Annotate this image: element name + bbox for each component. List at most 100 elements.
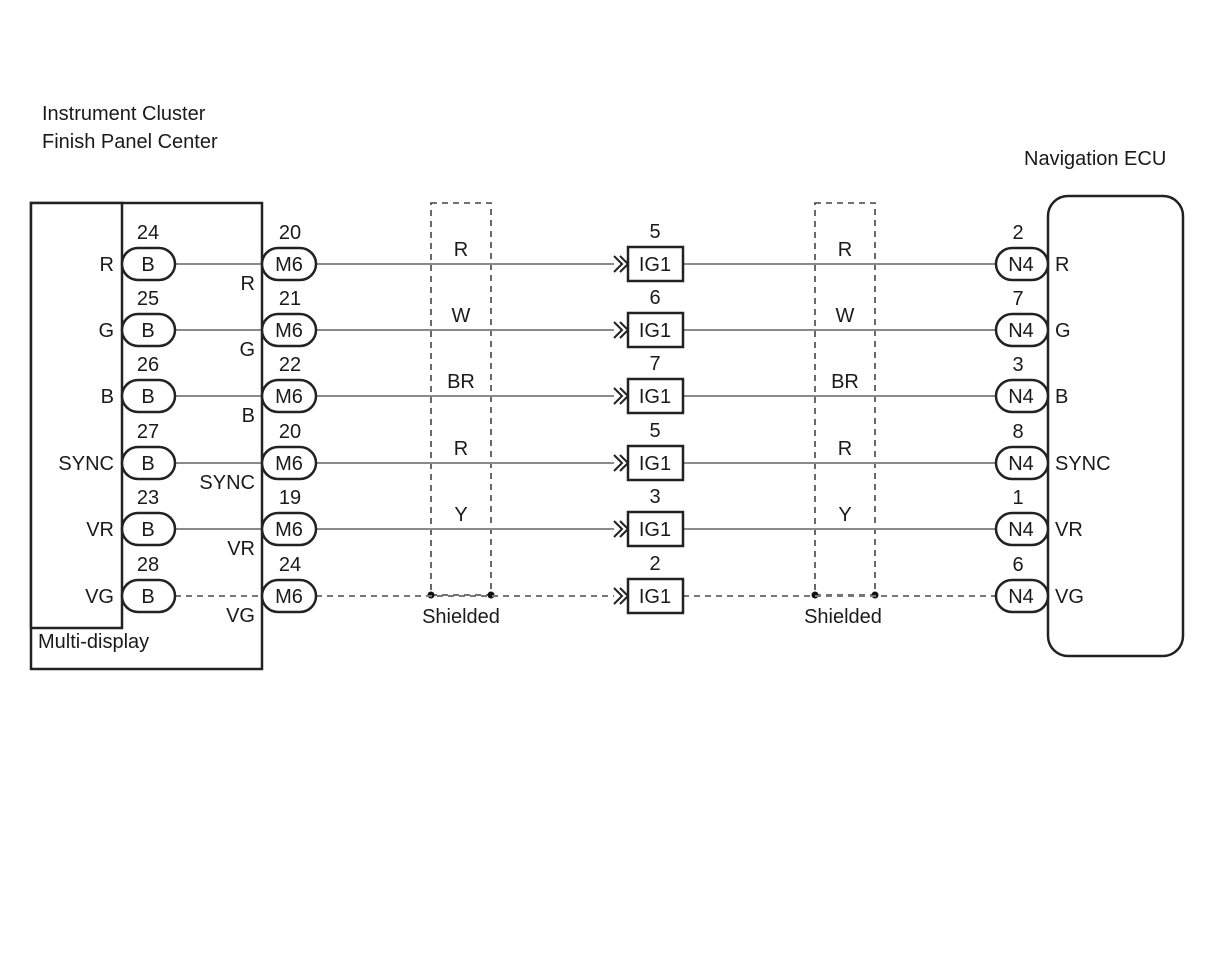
connector-n4-label: N4 — [1008, 586, 1034, 608]
connector-m6-pin: 24 — [279, 554, 301, 576]
connector-ig1 — [626, 510, 685, 548]
signal-label-multi-display: SYNC — [58, 453, 114, 475]
wire-color-right: R — [838, 438, 852, 460]
connector-b-label: B — [141, 320, 154, 342]
multi-display-label: Multi-display — [38, 631, 149, 653]
connector-n4-pin: 3 — [1012, 354, 1023, 376]
connector-ig1 — [626, 245, 685, 283]
connector-ig1-label: IG1 — [639, 586, 671, 608]
connector-b — [120, 445, 177, 481]
connector-b-label: B — [141, 386, 154, 408]
left-component-title-line1: Instrument Cluster — [42, 103, 206, 125]
connector-n4 — [994, 246, 1050, 282]
signal-label-panel: R — [241, 273, 255, 295]
wire-color-left: R — [454, 438, 468, 460]
connector-m6-label: M6 — [275, 453, 303, 475]
connector-b — [120, 511, 177, 547]
right-component-title: Navigation ECU — [1024, 148, 1166, 170]
wire-color-left: R — [454, 239, 468, 261]
wire-color-right: BR — [831, 371, 859, 393]
connector-ig1-pin: 6 — [649, 287, 660, 309]
signal-label-navigation-ecu: VR — [1055, 519, 1083, 541]
signal-label-panel: SYNC — [199, 472, 255, 494]
connector-b-label: B — [141, 519, 154, 541]
connector-ig1-pin: 7 — [649, 353, 660, 375]
connector-m6-label: M6 — [275, 386, 303, 408]
connector-n4-label: N4 — [1008, 254, 1034, 276]
connector-b-label: B — [141, 254, 154, 276]
connector-m6 — [260, 445, 318, 481]
connector-b — [120, 246, 177, 282]
connector-ig1-arrow — [613, 520, 630, 538]
connector-ig1-pin: 5 — [649, 221, 660, 243]
shield-box-right — [814, 202, 876, 596]
connector-ig1-arrow — [613, 387, 630, 405]
connector-ig1-arrow — [613, 255, 630, 273]
connector-n4-pin: 6 — [1012, 554, 1023, 576]
connector-b-pin: 24 — [137, 222, 159, 244]
connector-m6-pin: 20 — [279, 222, 301, 244]
connector-n4-label: N4 — [1008, 386, 1034, 408]
connector-m6-label: M6 — [275, 320, 303, 342]
signal-label-panel: G — [239, 339, 255, 361]
wire-color-right: R — [838, 239, 852, 261]
connector-ig1-label: IG1 — [639, 320, 671, 342]
connector-m6-label: M6 — [275, 254, 303, 276]
connector-ig1-arrow — [613, 454, 630, 472]
shield-box-left — [430, 202, 492, 596]
connector-m6 — [260, 312, 318, 348]
connector-b-pin: 25 — [137, 288, 159, 310]
connector-m6 — [260, 578, 318, 614]
connector-n4 — [994, 445, 1050, 481]
signal-label-multi-display: VG — [85, 586, 114, 608]
connector-n4-label: N4 — [1008, 519, 1034, 541]
connector-ig1-pin: 3 — [649, 486, 660, 508]
wire-color-left: BR — [447, 371, 475, 393]
connector-n4-label: N4 — [1008, 320, 1034, 342]
signal-label-navigation-ecu: B — [1055, 386, 1068, 408]
connector-b-pin: 23 — [137, 487, 159, 509]
connector-ig1 — [626, 377, 685, 415]
connector-n4-pin: 7 — [1012, 288, 1023, 310]
connector-ig1 — [626, 577, 685, 615]
connector-m6 — [260, 511, 318, 547]
signal-label-panel: B — [242, 405, 255, 427]
connector-m6-label: M6 — [275, 519, 303, 541]
shield-label-left: Shielded — [422, 606, 500, 628]
connector-b — [120, 378, 177, 414]
signal-label-panel: VG — [226, 605, 255, 627]
connector-ig1-label: IG1 — [639, 519, 671, 541]
connector-b-label: B — [141, 586, 154, 608]
connector-m6-pin: 19 — [279, 487, 301, 509]
wire-color-right: W — [836, 305, 855, 327]
connector-ig1-label: IG1 — [639, 453, 671, 475]
connector-ig1 — [626, 444, 685, 482]
connector-b-pin: 28 — [137, 554, 159, 576]
connector-b-pin: 26 — [137, 354, 159, 376]
connector-b-pin: 27 — [137, 421, 159, 443]
connector-m6-label: M6 — [275, 586, 303, 608]
left-component-title-line2: Finish Panel Center — [42, 131, 218, 153]
connector-n4 — [994, 378, 1050, 414]
connector-n4-pin: 1 — [1012, 487, 1023, 509]
connector-m6-pin: 21 — [279, 288, 301, 310]
connector-n4-pin: 8 — [1012, 421, 1023, 443]
connector-ig1-pin: 5 — [649, 420, 660, 442]
shield-label-right: Shielded — [804, 606, 882, 628]
wire-color-left: W — [452, 305, 471, 327]
signal-label-navigation-ecu: R — [1055, 254, 1069, 276]
wire-color-right: Y — [838, 504, 851, 526]
connector-ig1-pin: 2 — [649, 553, 660, 575]
signal-label-multi-display: B — [101, 386, 114, 408]
signal-label-navigation-ecu: G — [1055, 320, 1071, 342]
connector-m6-pin: 22 — [279, 354, 301, 376]
connector-ig1-label: IG1 — [639, 386, 671, 408]
connector-n4-pin: 2 — [1012, 222, 1023, 244]
navigation-ecu-box — [1046, 194, 1185, 658]
signal-label-panel: VR — [227, 538, 255, 560]
connector-b — [120, 312, 177, 348]
connector-n4 — [994, 312, 1050, 348]
